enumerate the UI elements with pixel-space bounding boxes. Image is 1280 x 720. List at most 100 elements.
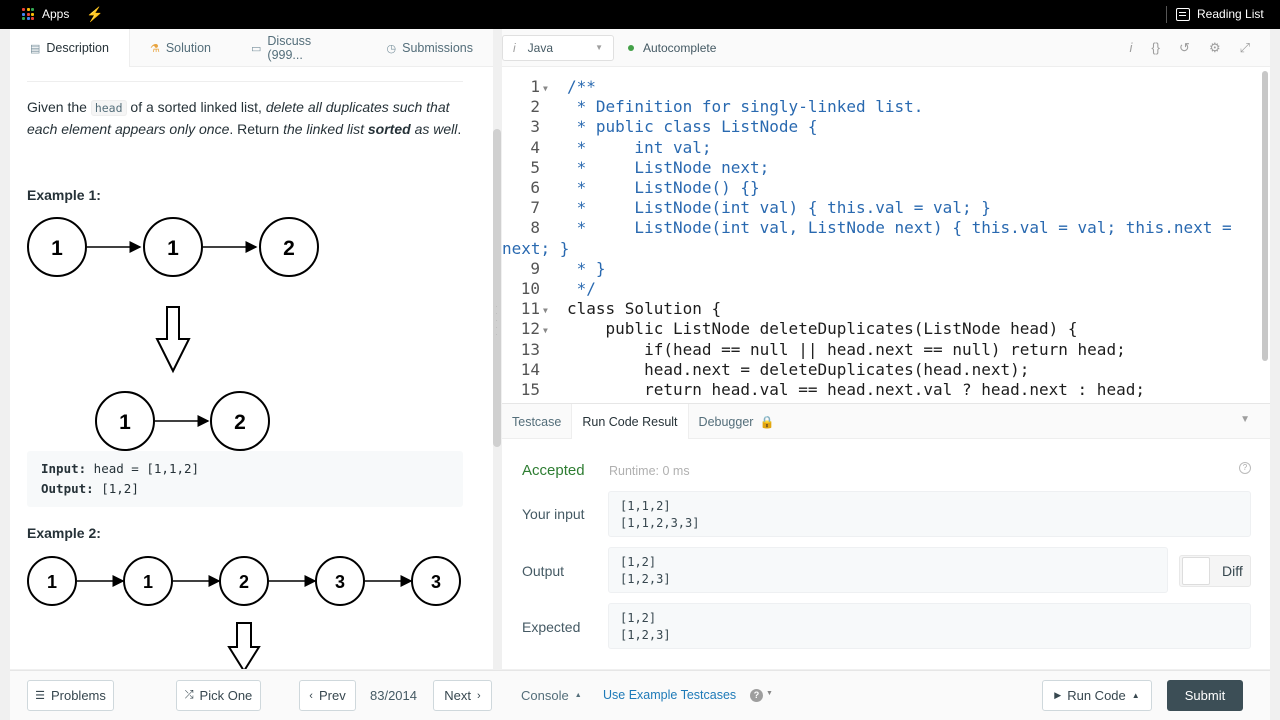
help-icon[interactable]: ?: [750, 689, 763, 702]
problem-counter: 83/2014: [370, 688, 417, 703]
runtime-text: Runtime: 0 ms: [609, 464, 690, 478]
panel-resize-handle[interactable]: ·····: [495, 301, 498, 339]
line-number: 10: [520, 279, 540, 298]
expected-value: [1,2] [1,2,3]: [608, 603, 1251, 649]
reset-icon[interactable]: ↺: [1179, 40, 1190, 55]
bookmark-icon[interactable]: ⚡: [86, 6, 104, 22]
submit-button[interactable]: Submit: [1167, 680, 1243, 711]
code-text: if(head == null || head.next == null) re…: [567, 339, 1126, 359]
tab-label: Testcase: [512, 414, 562, 429]
autocomplete-toggle[interactable]: Autocomplete: [628, 41, 716, 55]
tab-label: Submissions: [402, 41, 473, 55]
run-code-button[interactable]: ▶ Run Code ▲: [1042, 680, 1152, 711]
code-text: * int val;: [567, 137, 712, 157]
list-node: 1: [95, 391, 155, 451]
description-scrollbar[interactable]: [493, 129, 501, 447]
line-number: 13: [520, 339, 540, 359]
prev-button[interactable]: ‹ Prev: [299, 680, 356, 711]
line-number: 11: [520, 299, 540, 319]
statement-emphasis: as well: [410, 121, 458, 137]
button-label: Run Code: [1067, 688, 1126, 703]
tab-debugger[interactable]: Debugger🔒: [689, 404, 785, 439]
settings-icon[interactable]: ⚙: [1208, 40, 1221, 55]
help-icon[interactable]: ?: [1239, 462, 1251, 474]
flask-icon: ⚗: [149, 42, 160, 55]
down-arrow: [227, 622, 261, 669]
tab-label: Run Code Result: [582, 414, 678, 429]
apps-label: Apps: [42, 7, 70, 21]
document-icon: ▤: [30, 42, 41, 55]
statement-emphasis: delete all duplicates such that each ele…: [27, 99, 450, 137]
list-node: 1: [143, 217, 203, 277]
example-1-diagram: 1 1 2 1 2: [27, 217, 319, 451]
line-number: 7: [530, 198, 540, 218]
code-editor-panel: i Java ▼ Autocomplete i {} ↺ ⚙ ⤢ 1▼/** 2…: [502, 29, 1270, 403]
problem-tabs: ▤ Description ⚗ Solution ▭ Discuss (999.…: [10, 29, 493, 67]
fold-icon[interactable]: ▼: [543, 306, 548, 316]
reading-list-label: Reading List: [1197, 7, 1264, 21]
fold-icon[interactable]: ▼: [543, 326, 548, 336]
tab-label: Solution: [165, 41, 211, 55]
reading-list-button[interactable]: Reading List: [1176, 7, 1264, 21]
toggle-switch[interactable]: [1182, 557, 1210, 585]
line-number: 9: [530, 258, 540, 278]
list-node: 3: [411, 556, 461, 606]
node-value: 1: [143, 572, 153, 592]
chevron-down-icon: ▼: [595, 42, 603, 52]
status-dot: [628, 44, 634, 51]
line-number: 3: [530, 117, 540, 137]
fullscreen-icon[interactable]: ⤢: [1239, 40, 1250, 55]
problem-description: Given the head of a sorted linked list, …: [27, 81, 467, 669]
editor-toolbar: i Java ▼ Autocomplete i {} ↺ ⚙ ⤢: [502, 29, 1270, 67]
problem-panel: ▤ Description ⚗ Solution ▭ Discuss (999.…: [10, 29, 501, 669]
tab-submissions[interactable]: ◷ Submissions: [367, 29, 493, 67]
next-button[interactable]: Next ›: [433, 680, 492, 711]
tab-description[interactable]: ▤ Description: [10, 29, 130, 67]
autocomplete-label: Autocomplete: [643, 40, 717, 55]
line-number: 15: [520, 380, 540, 399]
your-input-label: Your input: [522, 506, 585, 522]
code-text: */: [567, 279, 596, 298]
button-label: Pick One: [199, 688, 253, 703]
code-text: /**: [567, 77, 596, 96]
braces-icon[interactable]: {}: [1151, 40, 1161, 55]
console-toggle[interactable]: Console ▲: [521, 688, 582, 703]
node-value: 2: [283, 237, 295, 260]
list-node: 2: [259, 217, 319, 277]
list-icon: ☰: [35, 690, 45, 702]
code-text: class Solution {: [567, 299, 722, 319]
button-label: Problems: [50, 688, 106, 703]
node-value: 2: [239, 572, 249, 592]
chevron-down-icon[interactable]: ▼: [1240, 414, 1250, 425]
divider: [27, 81, 463, 82]
language-select[interactable]: i Java ▼: [502, 34, 614, 61]
code-text: next; }: [502, 238, 570, 258]
editor-scrollbar[interactable]: [1262, 71, 1268, 361]
tab-discuss[interactable]: ▭ Discuss (999...: [231, 29, 367, 67]
info-icon[interactable]: i: [1129, 40, 1133, 55]
pick-one-button[interactable]: ⤮ Pick One: [176, 680, 261, 711]
tab-solution[interactable]: ⚗ Solution: [130, 29, 231, 67]
statement-text: .: [457, 121, 462, 137]
chevron-down-icon[interactable]: ▼: [766, 690, 773, 697]
problem-statement: Given the head of a sorted linked list, …: [27, 97, 467, 140]
output-label: Output:: [41, 481, 94, 496]
node-value: 1: [119, 411, 131, 434]
input-label: Input:: [41, 461, 87, 476]
line-number: 5: [530, 157, 540, 177]
code-text: * public class ListNode {: [567, 117, 818, 137]
node-value: 1: [47, 572, 57, 592]
apps-shortcut[interactable]: Apps: [22, 7, 69, 21]
code-text: * Definition for singly-linked list.: [567, 97, 924, 117]
fold-icon[interactable]: ▼: [543, 84, 548, 93]
tab-testcase[interactable]: Testcase: [502, 404, 571, 439]
list-node: 2: [219, 556, 269, 606]
tab-label: Discuss (999...: [267, 34, 312, 62]
code-text: * ListNode(int val, ListNode next) { thi…: [567, 218, 1232, 238]
tab-run-code-result[interactable]: Run Code Result: [571, 404, 689, 439]
output-value: [1,2]: [93, 481, 139, 496]
use-example-testcases-link[interactable]: Use Example Testcases: [603, 688, 737, 702]
diff-toggle[interactable]: Diff: [1179, 555, 1251, 587]
problems-button[interactable]: ☰ Problems: [27, 680, 114, 711]
browser-bookmarks-bar: Apps ⚡ Reading List: [0, 0, 1280, 29]
